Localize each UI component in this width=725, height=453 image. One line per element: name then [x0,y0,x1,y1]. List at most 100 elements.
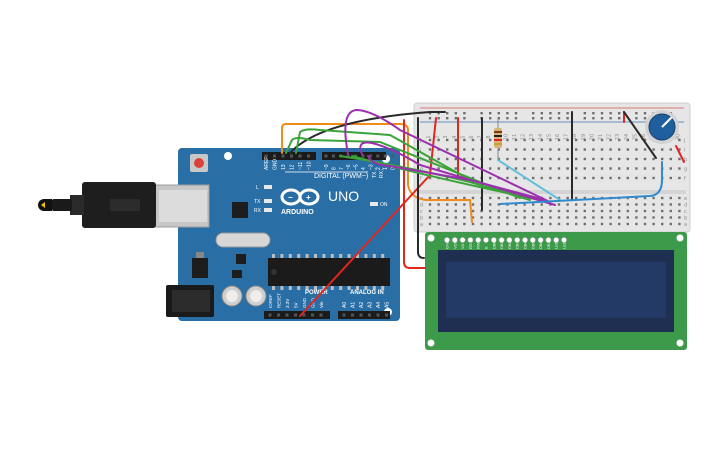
header-pin[interactable] [324,154,328,158]
header-pin[interactable] [361,154,365,158]
breadboard-hole[interactable] [643,203,647,206]
lcd-pin[interactable] [514,237,521,243]
breadboard-hole[interactable] [661,222,664,226]
wire-purple-3[interactable] [367,155,546,201]
breadboard-hole[interactable] [523,167,526,170]
breadboard-hole[interactable] [523,138,526,142]
breadboard-hole[interactable] [514,203,518,206]
rail-hole[interactable] [489,117,492,120]
breadboard-hole[interactable] [471,216,475,219]
usb-plug-icon[interactable] [38,182,156,228]
breadboard-hole[interactable] [609,148,612,151]
breadboard-hole[interactable] [463,196,466,200]
breadboard-hole[interactable] [600,209,604,213]
rail-hole[interactable] [532,112,535,115]
breadboard-hole[interactable] [626,148,629,151]
header-pin[interactable] [311,313,314,317]
rail-hole[interactable] [643,117,647,120]
lcd-pin[interactable] [545,237,552,243]
breadboard-hole[interactable] [635,196,638,200]
wire-red-pot-2[interactable] [675,145,685,163]
rail-hole[interactable] [540,112,543,115]
header-pin[interactable] [342,313,346,317]
breadboard-hole[interactable] [643,196,647,200]
breadboard-hole[interactable] [652,157,655,161]
breadboard-hole[interactable] [446,148,449,151]
wire-lightblue[interactable] [497,159,561,201]
breadboard-hole[interactable] [480,216,483,219]
breadboard-hole[interactable] [583,196,586,200]
rail-hole[interactable] [540,117,543,120]
header-pin[interactable] [368,313,371,317]
rail-hole[interactable] [635,112,638,115]
breadboard-hole[interactable] [643,148,647,151]
breadboard-hole[interactable] [489,167,492,170]
breadboard-hole[interactable] [454,148,457,151]
breadboard-hole[interactable] [428,209,432,213]
lcd-pin[interactable] [444,237,450,243]
breadboard-hole[interactable] [454,196,457,200]
header-pin[interactable] [281,154,285,158]
breadboard-hole[interactable] [506,196,509,200]
breadboard-hole[interactable] [652,209,655,213]
breadboard-hole[interactable] [618,148,621,151]
breadboard-hole[interactable] [618,203,621,206]
breadboard-hole[interactable] [583,209,586,213]
breadboard-hole[interactable] [618,167,621,170]
breadboard-hole[interactable] [557,148,561,151]
rail-hole[interactable] [566,112,569,115]
wire-red-rail[interactable] [403,119,426,269]
rail-hole[interactable] [592,117,595,120]
header-pin[interactable] [277,313,280,317]
header-pin[interactable] [294,313,297,317]
breadboard-hole[interactable] [514,196,518,200]
lcd-pin[interactable] [490,237,497,243]
breadboard-hole[interactable] [532,203,535,206]
breadboard-hole[interactable] [583,167,586,170]
rail-hole[interactable] [463,117,466,120]
breadboard-hole[interactable] [532,138,535,142]
breadboard-hole[interactable] [575,167,578,170]
breadboard-hole[interactable] [454,167,457,170]
breadboard-hole[interactable] [566,196,569,200]
breadboard-hole[interactable] [549,216,552,219]
breadboard-hole[interactable] [643,138,647,142]
header-pin[interactable] [385,313,388,317]
breadboard-hole[interactable] [609,157,612,161]
rail-hole[interactable] [618,112,621,115]
breadboard-hole[interactable] [635,209,638,213]
breadboard-hole[interactable] [489,138,492,142]
breadboard-hole[interactable] [635,222,638,226]
rail-hole[interactable] [514,117,518,120]
breadboard-hole[interactable] [583,203,586,206]
breadboard-hole[interactable] [575,209,578,213]
wire-green-1[interactable] [295,128,551,203]
breadboard-hole[interactable] [678,176,681,180]
rail-hole[interactable] [635,117,638,120]
breadboard-hole[interactable] [463,167,466,170]
rail-hole[interactable] [506,112,509,115]
rail-hole[interactable] [557,117,561,120]
rail-hole[interactable] [549,117,552,120]
breadboard-hole[interactable] [661,209,664,213]
rail-hole[interactable] [583,112,586,115]
breadboard-hole[interactable] [471,138,475,142]
breadboard-hole[interactable] [540,148,543,151]
usb-port[interactable] [154,184,210,228]
potentiometer-icon[interactable] [645,110,679,144]
breadboard-hole[interactable] [557,209,561,213]
breadboard-hole[interactable] [609,176,612,180]
breadboard-hole[interactable] [626,157,629,161]
header-pin[interactable] [359,313,363,317]
breadboard-hole[interactable] [609,138,612,142]
breadboard-hole[interactable] [549,157,552,161]
breadboard-hole[interactable] [557,216,561,219]
breadboard-hole[interactable] [652,203,655,206]
power-pin-header[interactable] [264,311,330,319]
wires[interactable] [281,108,685,317]
lcd-pin-header[interactable] [444,237,567,243]
wire-purple-2[interactable] [359,141,556,206]
breadboard-hole[interactable] [652,167,655,170]
breadboard-hole[interactable] [480,209,483,213]
breadboard-hole[interactable] [678,138,681,142]
